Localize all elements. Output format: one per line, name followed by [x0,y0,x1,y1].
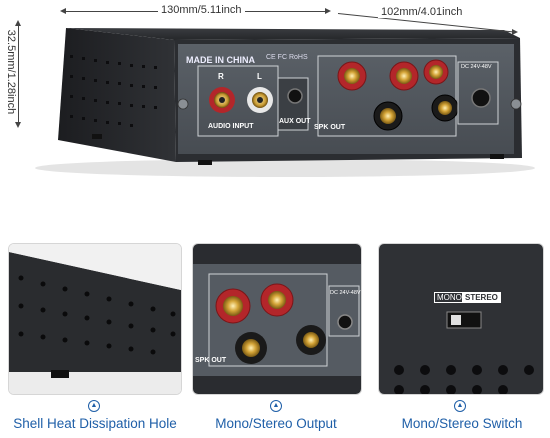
feature-caption-switch: Mono/Stereo Switch [401,416,523,431]
height-dimension-line [18,24,19,124]
depth-dimension-label: 102mm/4.01inch [378,6,466,18]
output-panel-spk-label: SPK OUT [195,357,227,364]
width-arrow-right-icon [325,8,331,14]
switch-stereo-label: STEREO [462,292,501,303]
cert-label: CE FC RoHS [266,54,308,61]
mono-stereo-switch-panel [378,243,544,395]
spk-out-label: SPK OUT [314,124,346,131]
mono-stereo-output-panel [192,243,362,395]
channel-r-label: R [218,72,224,81]
height-arrow-up-icon [15,20,21,26]
heat-dissipation-photo [9,244,181,394]
depth-arrow-icon [512,29,518,35]
up-arrow-icon: ▲ [454,400,466,412]
up-arrow-icon: ▲ [270,400,282,412]
switch-mono-label: MONO [434,292,465,303]
feature-caption-output: Mono/Stereo Output [215,416,337,431]
up-arrow-icon: ▲ [88,400,100,412]
width-dimension-label: 130mm/5.11inch [158,4,245,16]
mono-stereo-output-photo [193,244,361,394]
width-arrow-left-icon [60,8,66,14]
height-arrow-down-icon [15,122,21,128]
audio-input-label: AUDIO INPUT [208,123,254,130]
channel-l-label: L [257,72,262,81]
feature-caption-heat: Shell Heat Dissipation Hole [13,416,177,431]
amplifier-product-image [35,28,535,177]
aux-out-label: AUX OUT [279,118,311,125]
made-in-label: MADE IN CHINA [186,55,255,65]
heat-dissipation-panel [8,243,182,395]
dc-label: DC 24V-48V [461,64,492,70]
output-panel-dc-label: DC 24V-48V [330,290,361,296]
height-dimension-label: 32.5mm/1.28inch [5,26,18,118]
mono-stereo-switch-photo [379,244,543,394]
